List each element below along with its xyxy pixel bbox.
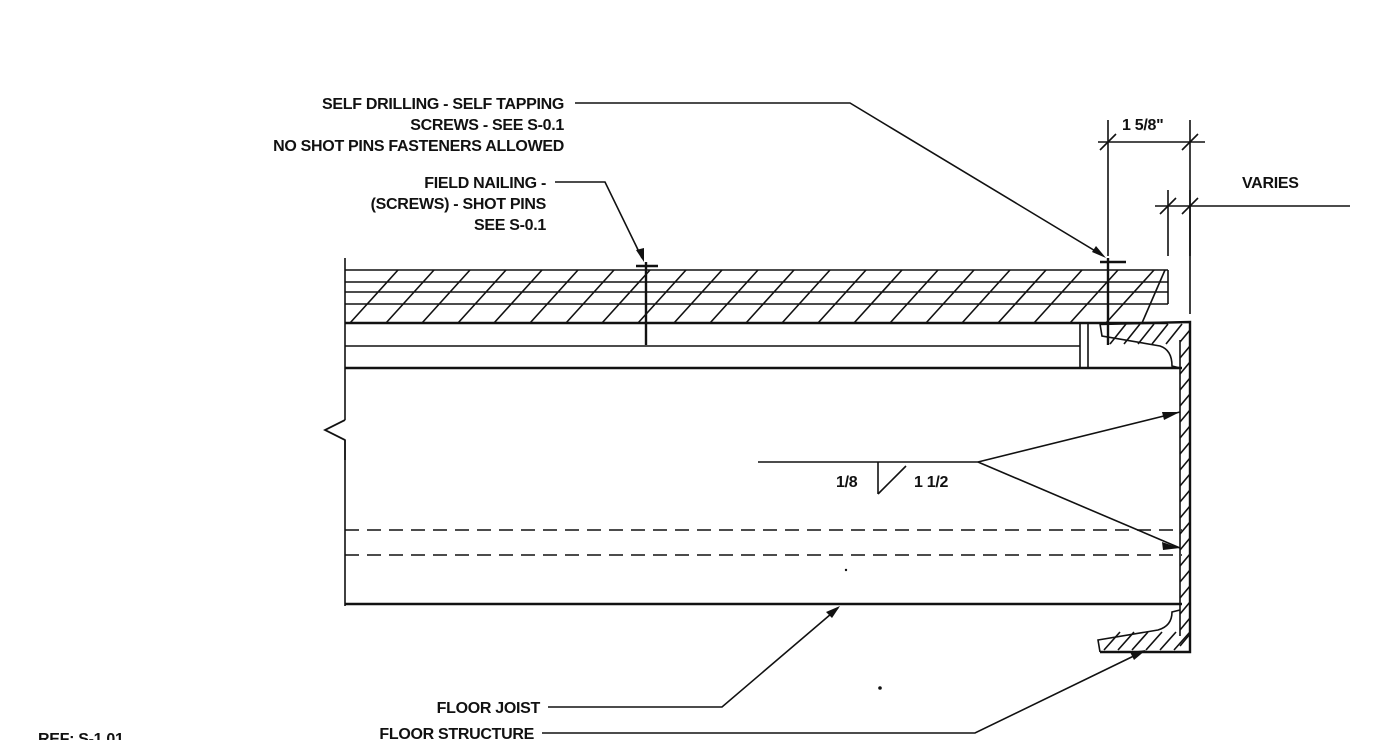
hatch-line xyxy=(1179,457,1191,471)
label-floor-structure: FLOOR STRUCTURE xyxy=(379,726,534,740)
dimension-flange xyxy=(1098,120,1205,256)
hatch-line xyxy=(1179,425,1191,439)
hatch-line xyxy=(1179,521,1191,535)
hatch-line xyxy=(493,269,543,324)
hatch-line xyxy=(1179,617,1191,631)
floor-sheathing xyxy=(345,269,1169,325)
hatch-line xyxy=(997,269,1047,324)
hatch-line xyxy=(1179,537,1191,551)
floor-joist xyxy=(323,258,1182,606)
hatch-line xyxy=(781,269,831,324)
rim-channel-hatch xyxy=(1103,323,1191,651)
label-field-nailing: FIELD NAILING - (SCREWS) - SHOT PINS SEE… xyxy=(371,175,547,234)
stray-dot xyxy=(844,568,848,572)
hatch-line xyxy=(601,269,651,324)
hatch-line xyxy=(1179,409,1191,423)
hatch-line xyxy=(385,269,435,324)
hatch-line xyxy=(853,269,903,324)
hatch-line xyxy=(1179,569,1191,583)
hatch-line xyxy=(1131,631,1149,651)
hatch-line xyxy=(1103,631,1121,651)
hatch-line xyxy=(565,269,615,324)
label-screws-line1: SELF DRILLING - SELF TAPPING xyxy=(322,96,564,113)
hatch-line xyxy=(1117,631,1135,651)
hatch-line xyxy=(1179,601,1191,615)
rim-channel xyxy=(1097,320,1192,654)
label-floor-joist: FLOOR JOIST xyxy=(437,700,541,717)
hatch-line xyxy=(1123,323,1141,345)
leader-floor-joist xyxy=(548,606,840,708)
hatch-line xyxy=(745,269,795,324)
hatch-line xyxy=(1137,323,1155,345)
hatch-line xyxy=(1179,441,1191,455)
hatch-line xyxy=(1151,323,1169,345)
hatch-line xyxy=(1109,323,1127,345)
hatch-line xyxy=(961,269,1011,324)
hatch-line xyxy=(709,269,759,324)
hatch-line xyxy=(457,269,507,324)
field-nail-fastener xyxy=(636,262,658,345)
hatch-line xyxy=(1159,631,1177,651)
hatch-line xyxy=(1105,269,1155,324)
weld-symbol xyxy=(758,411,1181,550)
label-weld-size: 1/8 xyxy=(836,474,858,491)
top-blocking xyxy=(345,323,1182,370)
label-screws: SELF DRILLING - SELF TAPPING SCREWS - SE… xyxy=(273,96,565,155)
hatch-line xyxy=(1069,269,1119,324)
hatch-line xyxy=(817,269,867,324)
hatch-line xyxy=(1141,269,1166,324)
hatch-line xyxy=(1179,377,1191,391)
hatch-line xyxy=(1179,505,1191,519)
leader-field-nailing xyxy=(555,181,644,262)
leader-floor-structure xyxy=(542,650,1146,734)
label-nailing-line3: SEE S-0.1 xyxy=(474,217,546,234)
label-nailing-line2: (SCREWS) - SHOT PINS xyxy=(371,196,547,213)
hatch-line xyxy=(1179,393,1191,407)
hatch-line xyxy=(1165,323,1183,345)
hatch-line xyxy=(1033,269,1083,324)
hatch-line xyxy=(529,269,579,324)
hatch-line xyxy=(1145,631,1163,651)
hatch-line xyxy=(1179,361,1191,375)
sheathing-hatch xyxy=(349,269,1166,324)
label-dim-varies: VARIES xyxy=(1242,175,1299,192)
hatch-line xyxy=(421,269,471,324)
hatch-line xyxy=(889,269,939,324)
hatch-line xyxy=(1179,345,1191,359)
leader-screws xyxy=(575,102,1106,258)
hatch-line xyxy=(1179,489,1191,503)
label-reference: REF: S-1.01 xyxy=(38,731,124,740)
hatch-line xyxy=(1179,585,1191,599)
hatch-line xyxy=(673,269,723,324)
dimension-varies xyxy=(1155,190,1350,314)
hatch-line xyxy=(1179,633,1191,647)
hatch-line xyxy=(349,269,399,324)
stray-dot xyxy=(878,686,882,690)
label-nailing-line1: FIELD NAILING - xyxy=(424,175,546,192)
label-weld-length: 1 1/2 xyxy=(914,474,948,491)
hatch-line xyxy=(1179,329,1191,343)
label-screws-line2: SCREWS - SEE S-0.1 xyxy=(410,117,564,134)
label-screws-line3: NO SHOT PINS FASTENERS ALLOWED xyxy=(273,138,564,155)
hatch-line xyxy=(1173,631,1191,651)
label-dim-flange: 1 5/8" xyxy=(1122,117,1163,134)
hatch-line xyxy=(1179,473,1191,487)
screw-fastener xyxy=(1100,258,1126,345)
hatch-line xyxy=(1179,553,1191,567)
hatch-line xyxy=(925,269,975,324)
